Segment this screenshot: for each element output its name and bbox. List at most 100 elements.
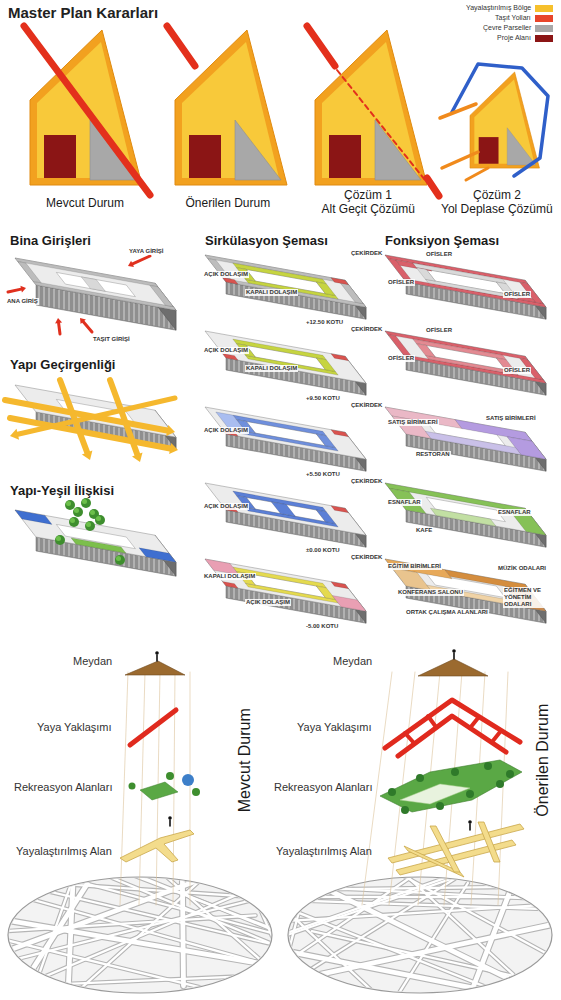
facade-mullion bbox=[464, 521, 465, 531]
facade-mullion bbox=[274, 444, 275, 454]
floor-zone bbox=[15, 510, 176, 562]
annotation-label: ÇEKİRDEK bbox=[350, 478, 383, 485]
street bbox=[321, 796, 514, 974]
facade-mullion bbox=[434, 288, 435, 298]
facade-mullion bbox=[524, 532, 525, 542]
facade-mullion bbox=[269, 519, 270, 529]
person-icon bbox=[469, 824, 471, 830]
facade-mullion bbox=[484, 525, 485, 535]
section-heading: Sirkülasyon Şeması bbox=[205, 234, 328, 249]
floor-zone bbox=[205, 331, 366, 383]
annotation-label: EĞİTİM BİRİMLERİ bbox=[387, 563, 442, 570]
facade-mullion bbox=[464, 445, 465, 455]
facade-mullion bbox=[424, 438, 425, 448]
master-plan-figure bbox=[307, 26, 439, 196]
street bbox=[282, 782, 333, 979]
annotation-label: +9.50 KOTU bbox=[305, 395, 341, 402]
facade-mullion bbox=[419, 285, 420, 295]
facade-mullion bbox=[349, 533, 350, 543]
floor-zone bbox=[223, 354, 239, 361]
facade-mullion bbox=[499, 452, 500, 462]
floor-zone bbox=[388, 335, 411, 356]
arrow-head bbox=[80, 318, 86, 324]
floor-zone bbox=[316, 282, 335, 296]
arrow-line bbox=[133, 256, 150, 264]
facade-mullion bbox=[79, 294, 80, 312]
facade-mullion bbox=[229, 284, 230, 294]
facade-mullion bbox=[234, 588, 235, 598]
facade-mullion bbox=[499, 300, 500, 310]
facade-mullion bbox=[464, 369, 465, 379]
annotation-label: KAPALI DOLAŞIM bbox=[245, 289, 298, 296]
tree bbox=[116, 556, 121, 561]
facade-mullion bbox=[334, 530, 335, 540]
facade-mullion bbox=[449, 291, 450, 301]
facade-mullion bbox=[129, 303, 130, 321]
annotation-label: OFİSLER bbox=[387, 355, 415, 362]
facade-mullion bbox=[284, 521, 285, 531]
facade-mullion bbox=[499, 376, 500, 386]
facade-mullion bbox=[459, 597, 460, 607]
pedestrian-approach bbox=[398, 716, 506, 756]
facade-mullion bbox=[454, 596, 455, 606]
facade-mullion bbox=[244, 514, 245, 524]
facade-mullion bbox=[324, 529, 325, 539]
facade-mullion bbox=[114, 300, 115, 318]
facade-mullion bbox=[354, 382, 355, 392]
facade-mullion bbox=[329, 302, 330, 312]
facade-mullion bbox=[139, 305, 140, 323]
floor-zone bbox=[385, 255, 546, 307]
facade-mullion bbox=[239, 285, 240, 295]
facade-mullion bbox=[429, 439, 430, 449]
facade-mullion bbox=[79, 546, 80, 558]
master-plan-figure bbox=[167, 26, 287, 185]
annotation-label: -5.00 KOTU bbox=[305, 623, 339, 630]
facade-mullion bbox=[99, 549, 100, 561]
tree bbox=[115, 555, 125, 565]
annotation-label: OFİSLER bbox=[387, 279, 415, 286]
facade-mullion bbox=[514, 606, 515, 616]
legend-label: Çevre Parseller bbox=[483, 24, 531, 32]
facade-mullion bbox=[459, 445, 460, 455]
facade-mullion bbox=[264, 518, 265, 528]
pedestrianized-area bbox=[120, 830, 194, 862]
facade-mullion bbox=[144, 305, 145, 323]
arrow-line bbox=[18, 398, 175, 434]
facade-mullion bbox=[104, 550, 105, 562]
annotation-label: EĞİTMEN VE YÖNETİM ODALARI bbox=[503, 587, 551, 608]
facade-mullion bbox=[409, 436, 410, 446]
annotation-label: +12.50 KOTU bbox=[305, 319, 344, 326]
facade-mullion bbox=[49, 288, 50, 306]
facade-mullion bbox=[299, 448, 300, 458]
facade-mullion bbox=[494, 299, 495, 309]
street bbox=[8, 856, 328, 992]
facade-mullion bbox=[339, 607, 340, 617]
vehicle-road bbox=[442, 152, 478, 168]
facade-mullion bbox=[484, 449, 485, 459]
recreation-area bbox=[140, 782, 178, 800]
floor-zone bbox=[271, 502, 295, 516]
arrow-head bbox=[166, 425, 175, 436]
legend-label: Proje Alanı bbox=[497, 34, 531, 42]
tree bbox=[85, 521, 95, 531]
facade-mullion bbox=[349, 305, 350, 315]
facade-mullion bbox=[334, 454, 335, 464]
annotation-label: OFİSLER bbox=[503, 367, 531, 374]
relocated-road bbox=[452, 64, 548, 176]
facade-mullion bbox=[469, 522, 470, 532]
facade-mullion bbox=[274, 520, 275, 530]
tree bbox=[401, 806, 409, 814]
facade-mullion bbox=[44, 539, 45, 551]
facade-mullion bbox=[469, 294, 470, 304]
floor-zone bbox=[392, 568, 431, 591]
facade-mullion bbox=[519, 303, 520, 313]
facade-mullion bbox=[299, 372, 300, 382]
legend-swatch bbox=[535, 25, 553, 32]
facade-mullion bbox=[434, 364, 435, 374]
pedestrian-approach bbox=[470, 718, 478, 728]
layer-label: Meydan bbox=[333, 655, 372, 668]
facade-mullion bbox=[469, 370, 470, 380]
annotation-label: SATIŞ BİRİMLERİ bbox=[387, 419, 439, 426]
tree bbox=[451, 768, 459, 776]
floor-zone bbox=[205, 255, 366, 307]
